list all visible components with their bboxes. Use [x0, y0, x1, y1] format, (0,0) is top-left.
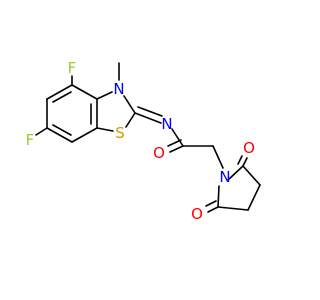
bond-s1-c7a	[96, 127, 114, 132]
bond-n-imine-c-carbonyl	[171, 128, 184, 147]
bond-ch2-c-bottom	[217, 206, 249, 211]
atom-sulfur-ring: S	[115, 124, 125, 142]
atom-fluorine-bottom: F	[26, 131, 35, 149]
atom-fluorine-top: F	[68, 59, 77, 77]
double-bond-c6-c7	[52, 124, 72, 136]
bond-c6-c7	[46, 127, 73, 143]
bond-c3a-c4	[71, 84, 98, 100]
succinimide-ring	[217, 165, 261, 211]
benzene-ring	[46, 84, 98, 143]
bond-c-top-o	[242, 157, 248, 167]
thiazole-ring	[96, 91, 136, 132]
molecule-diagram: F F N S N O N O O	[0, 0, 300, 300]
double-bond-c4-c5	[52, 91, 72, 103]
bond-ch2-n-imide	[212, 145, 224, 169]
atom-oxygen-amide: O	[153, 144, 165, 162]
atom-nitrogen-imide: N	[219, 168, 230, 186]
double-bond-c-top-o	[237, 155, 243, 165]
canvas-background	[0, 0, 300, 300]
bond-c2-s1	[125, 112, 136, 128]
atom-nitrogen-ring: N	[113, 80, 124, 98]
bond-c6-f	[35, 127, 48, 136]
atom-oxygen-imide-top: O	[243, 139, 255, 157]
bond-c-carbonyl-o	[169, 145, 184, 153]
bond-c7-c7a	[71, 127, 98, 143]
bond-ch2-ch2	[247, 184, 261, 211]
bond-n3-c2	[123, 95, 136, 114]
bond-c-bottom-o	[207, 206, 219, 213]
double-bond-c-bottom-o	[205, 200, 217, 207]
bond-c4-c5	[46, 84, 73, 100]
bond-c2-n-imine	[134, 112, 162, 124]
double-bond-c-carbonyl-o	[167, 139, 182, 147]
bond-c-bottom-n-imide	[217, 185, 220, 208]
bond-n-imide-c-top	[227, 165, 244, 181]
double-bond-c2-n-imine	[137, 106, 163, 117]
atom-oxygen-imide-bottom: O	[191, 205, 203, 223]
bond-c3a-n3	[96, 91, 113, 100]
atom-nitrogen-imine: N	[161, 115, 172, 133]
bond-c-top-ch2	[242, 165, 261, 186]
